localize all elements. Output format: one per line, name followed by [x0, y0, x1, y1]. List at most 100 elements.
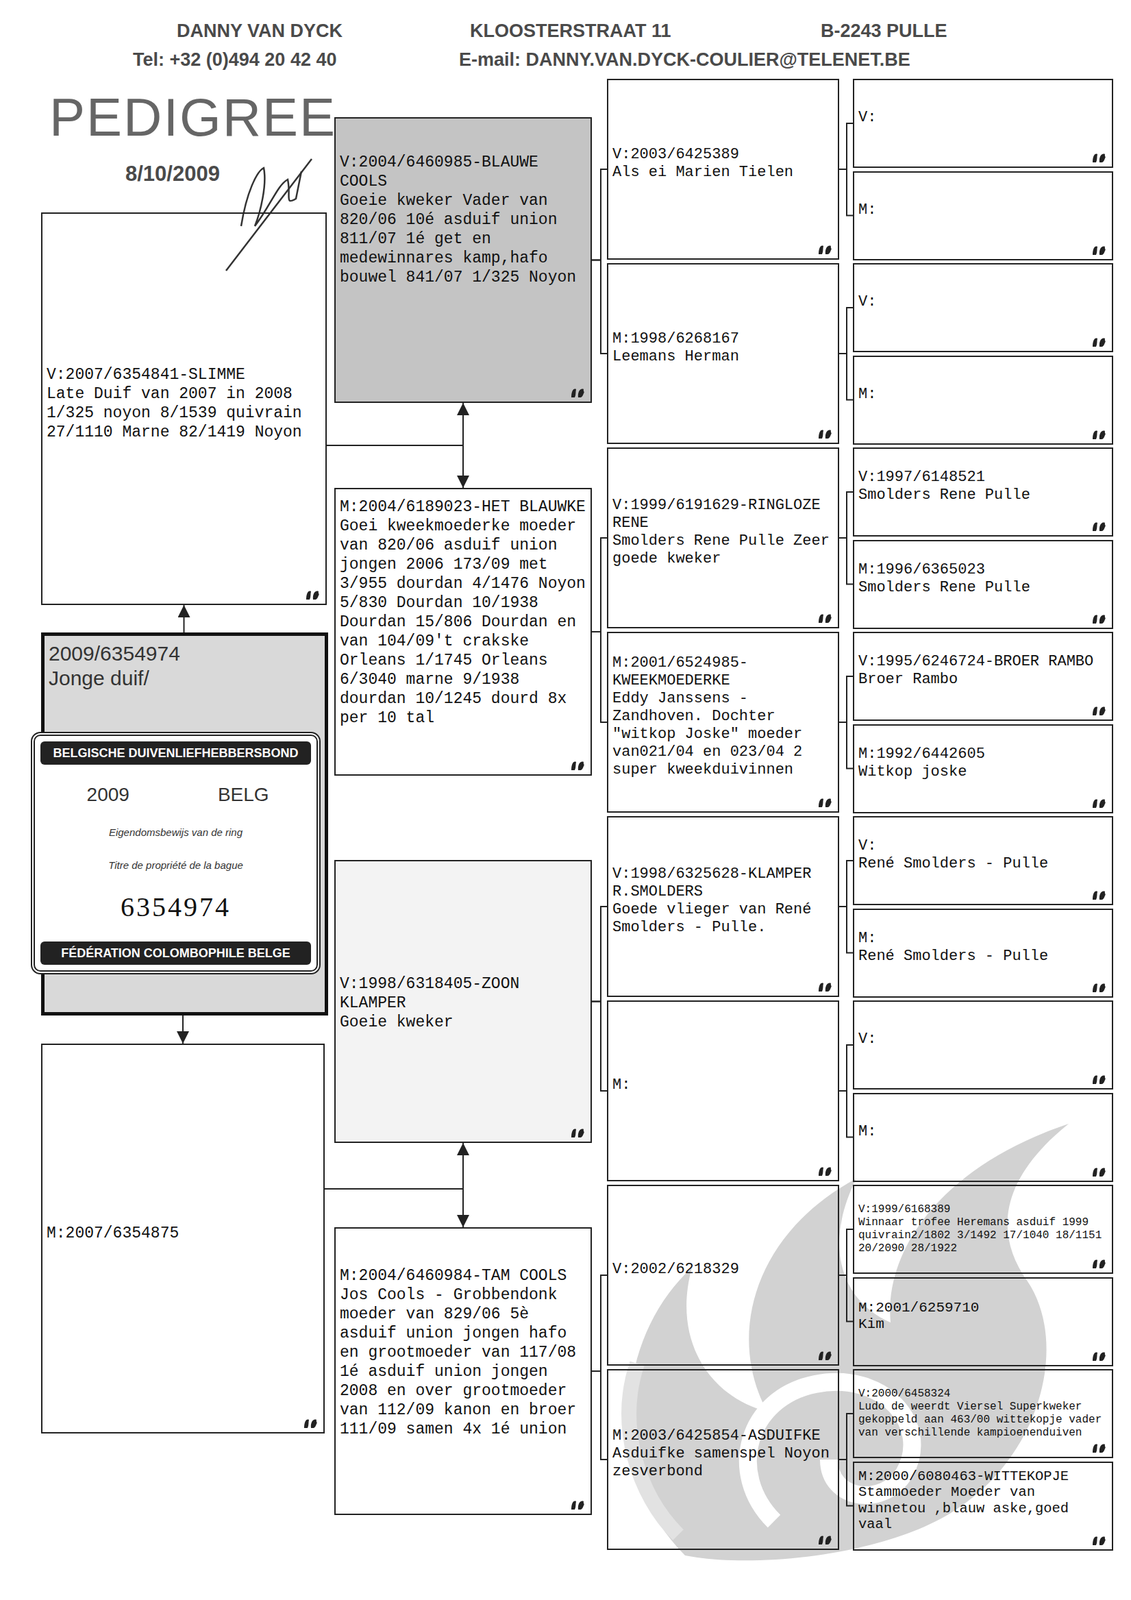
parent-arrow — [326, 445, 464, 488]
pedigree-box: M:1996/6365023Smolders Rene Pulle — [852, 539, 1114, 629]
pigeon-icon — [1091, 611, 1108, 625]
ring-number: M:2004/6460984-TAM COOLS — [339, 1265, 587, 1286]
pedigree-box: M:1998/6268167Leemans Herman — [606, 263, 840, 444]
ring-number: V:1997/6148521 — [858, 468, 1108, 487]
page-title: PEDIGREE — [49, 86, 337, 149]
bracket-line — [839, 307, 853, 354]
pedigree-note: Leemans Herman — [612, 348, 834, 366]
pedigree-box: M:2003/6425854-ASDUIFKEAsduifke samenspe… — [606, 1368, 840, 1550]
pigeon-icon — [817, 610, 834, 625]
ring-card-text: 2009 — [40, 783, 177, 807]
pedigree-note: Witkop joske — [858, 763, 1108, 781]
bracket-line — [839, 537, 853, 585]
ring-number: M: — [858, 201, 1108, 220]
bracket-line — [839, 1413, 853, 1460]
ring-number: M:1996/6365023 — [858, 561, 1108, 579]
pedigree-note: Als ei Marien Tielen — [612, 163, 834, 182]
pedigree-box: V:2004/6460985-BLAUWE COOLSGoeie kweker … — [334, 117, 592, 403]
ring-number: M:2001/6524985-KWEEKMOEDERKE — [612, 654, 834, 690]
bracket-line — [839, 491, 853, 538]
pigeon-icon — [1091, 1255, 1108, 1270]
pedigree-box: V:1999/6168389Winnaar trofee Heremans as… — [852, 1184, 1114, 1274]
ring-number: V:1998/6325628-KLAMPER R.SMOLDERS — [612, 865, 834, 901]
pigeon-icon — [1091, 1348, 1108, 1362]
ring-number: M:2001/6259710 — [858, 1299, 1108, 1316]
bracket-line — [839, 1044, 853, 1091]
bracket-line — [591, 169, 607, 261]
bracket-line — [839, 169, 853, 216]
pedigree-box: M:2007/6354875 — [41, 1043, 325, 1434]
pedigree-note: Jos Cools - Grobbendonk moeder van 829/0… — [339, 1285, 587, 1439]
letterhead-text: KLOOSTERSTRAAT 11 — [469, 20, 672, 42]
parent-arrow — [326, 402, 464, 446]
pedigree-box: M: — [606, 1000, 840, 1182]
signature-stroke — [226, 158, 312, 271]
pigeon-icon — [302, 1415, 320, 1429]
pigeon-icon — [1091, 334, 1108, 348]
pigeon-icon — [817, 978, 834, 993]
pigeon-icon — [1091, 518, 1108, 533]
pedigree-note: Winnaar trofee Heremans asduif 1999 quiv… — [858, 1215, 1108, 1255]
ring-card-text: BELGISCHE DUIVENLIEFHEBBERSBOND — [40, 741, 312, 765]
ring-number: M:2000/6080463-WITTEKOPJE — [858, 1468, 1108, 1484]
bracket-line — [839, 1090, 853, 1138]
pedigree-note: Asduifke samenspel Noyon zesverbond — [612, 1444, 834, 1481]
ring-number: V:2000/6458324 — [858, 1387, 1108, 1401]
ring-card-text: Titre de propriété de la bague — [40, 857, 312, 873]
pigeon-icon — [1091, 1163, 1108, 1178]
pedigree-box: V:2002/6218329 — [606, 1184, 840, 1366]
bracket-line — [591, 1370, 607, 1460]
pedigree-note: Stammoeder Moeder van winnetou ,blauw as… — [858, 1483, 1108, 1532]
pedigree-box: V:2003/6425389Als ei Marien Tielen — [606, 78, 840, 260]
pedigree-note: Eddy Janssens - Zandhoven. Dochter "witk… — [612, 689, 834, 779]
pigeon-icon — [1091, 426, 1108, 441]
ring-number: V:2004/6460985-BLAUWE COOLS — [339, 152, 587, 192]
ring-number: M:2007/6354875 — [46, 1223, 320, 1243]
pigeon-icon — [817, 1347, 834, 1362]
ring-card-text: BELG — [176, 783, 312, 807]
ring-card-text: 6354974 — [40, 891, 312, 923]
pigeon-icon — [1091, 979, 1108, 994]
bracket-line — [839, 860, 853, 907]
ring-card: BELGISCHE DUIVENLIEFHEBBERSBOND2009BELGE… — [30, 731, 321, 975]
pedigree-note: Goeie kweker — [339, 1012, 587, 1032]
pedigree-note: Goeie kweker Vader van 820/06 10é asduif… — [339, 191, 587, 288]
pigeon-box: 2009/6354974Jonge duif/BELGISCHE DUIVENL… — [41, 632, 329, 1016]
pedigree-box: M: — [852, 171, 1114, 261]
pedigree-box: V:1998/6325628-KLAMPER R.SMOLDERSGoede v… — [606, 815, 840, 997]
ring-number: V:1999/6191629-RINGLOZE RENE — [612, 496, 834, 533]
pedigree-box: M: — [852, 355, 1114, 445]
pedigree-box: M:2004/6460984-TAM COOLSJos Cools - Grob… — [334, 1226, 592, 1515]
pigeon-icon — [817, 426, 834, 440]
pedigree-box: V: — [852, 78, 1114, 168]
pigeon-icon — [1091, 242, 1108, 257]
parent-arrow — [182, 1015, 184, 1044]
pedigree-note: Kim — [858, 1315, 1108, 1333]
letterhead-text: Tel: +32 (0)494 20 42 40 — [132, 49, 337, 71]
pedigree-box: V:2000/6458324Ludo de weerdt Viersel Sup… — [852, 1368, 1114, 1458]
ring-number: V: — [858, 108, 1108, 127]
pedigree-box: V: — [852, 1000, 1114, 1090]
pedigree-box: V:René Smolders - Pulle — [852, 815, 1114, 905]
letterhead-text: B-2243 PULLE — [820, 20, 948, 42]
pedigree-box: M:2001/6259710Kim — [852, 1276, 1114, 1366]
ring-number: M: — [858, 929, 1108, 948]
parent-arrow — [183, 604, 185, 633]
ring-number: 2009/6354974 — [48, 641, 321, 666]
bracket-line — [839, 353, 853, 401]
bracket-line — [839, 722, 853, 769]
pedigree-box: M: — [852, 1092, 1114, 1182]
pedigree-note: Ludo de weerdt Viersel Superkweker gekop… — [858, 1400, 1108, 1440]
pigeon-icon — [1091, 795, 1108, 810]
letterhead-text: E-mail: DANNY.VAN.DYCK-COULIER@TELENET.B… — [458, 49, 911, 71]
pedigree-note: Goede vlieger van René Smolders - Pulle. — [612, 900, 834, 937]
ring-number: M:2004/6189023-HET BLAUWKE — [339, 497, 587, 517]
pedigree-note: Jonge duif/ — [48, 665, 321, 691]
pedigree-box: M:2001/6524985-KWEEKMOEDERKEEddy Janssen… — [606, 631, 840, 813]
pedigree-box: V:1997/6148521Smolders Rene Pulle — [852, 447, 1114, 537]
pedigree-box: V: — [852, 263, 1114, 353]
ring-number: V:1995/6246724-BROER RAMBO — [858, 652, 1108, 671]
ring-number: V:1998/6318405-ZOON KLAMPER — [339, 974, 587, 1013]
pedigree-note: Late Duif van 2007 in 2008 1/325 noyon 8… — [46, 384, 322, 442]
pedigree-box: V:1998/6318405-ZOON KLAMPERGoeie kweker — [334, 859, 592, 1143]
